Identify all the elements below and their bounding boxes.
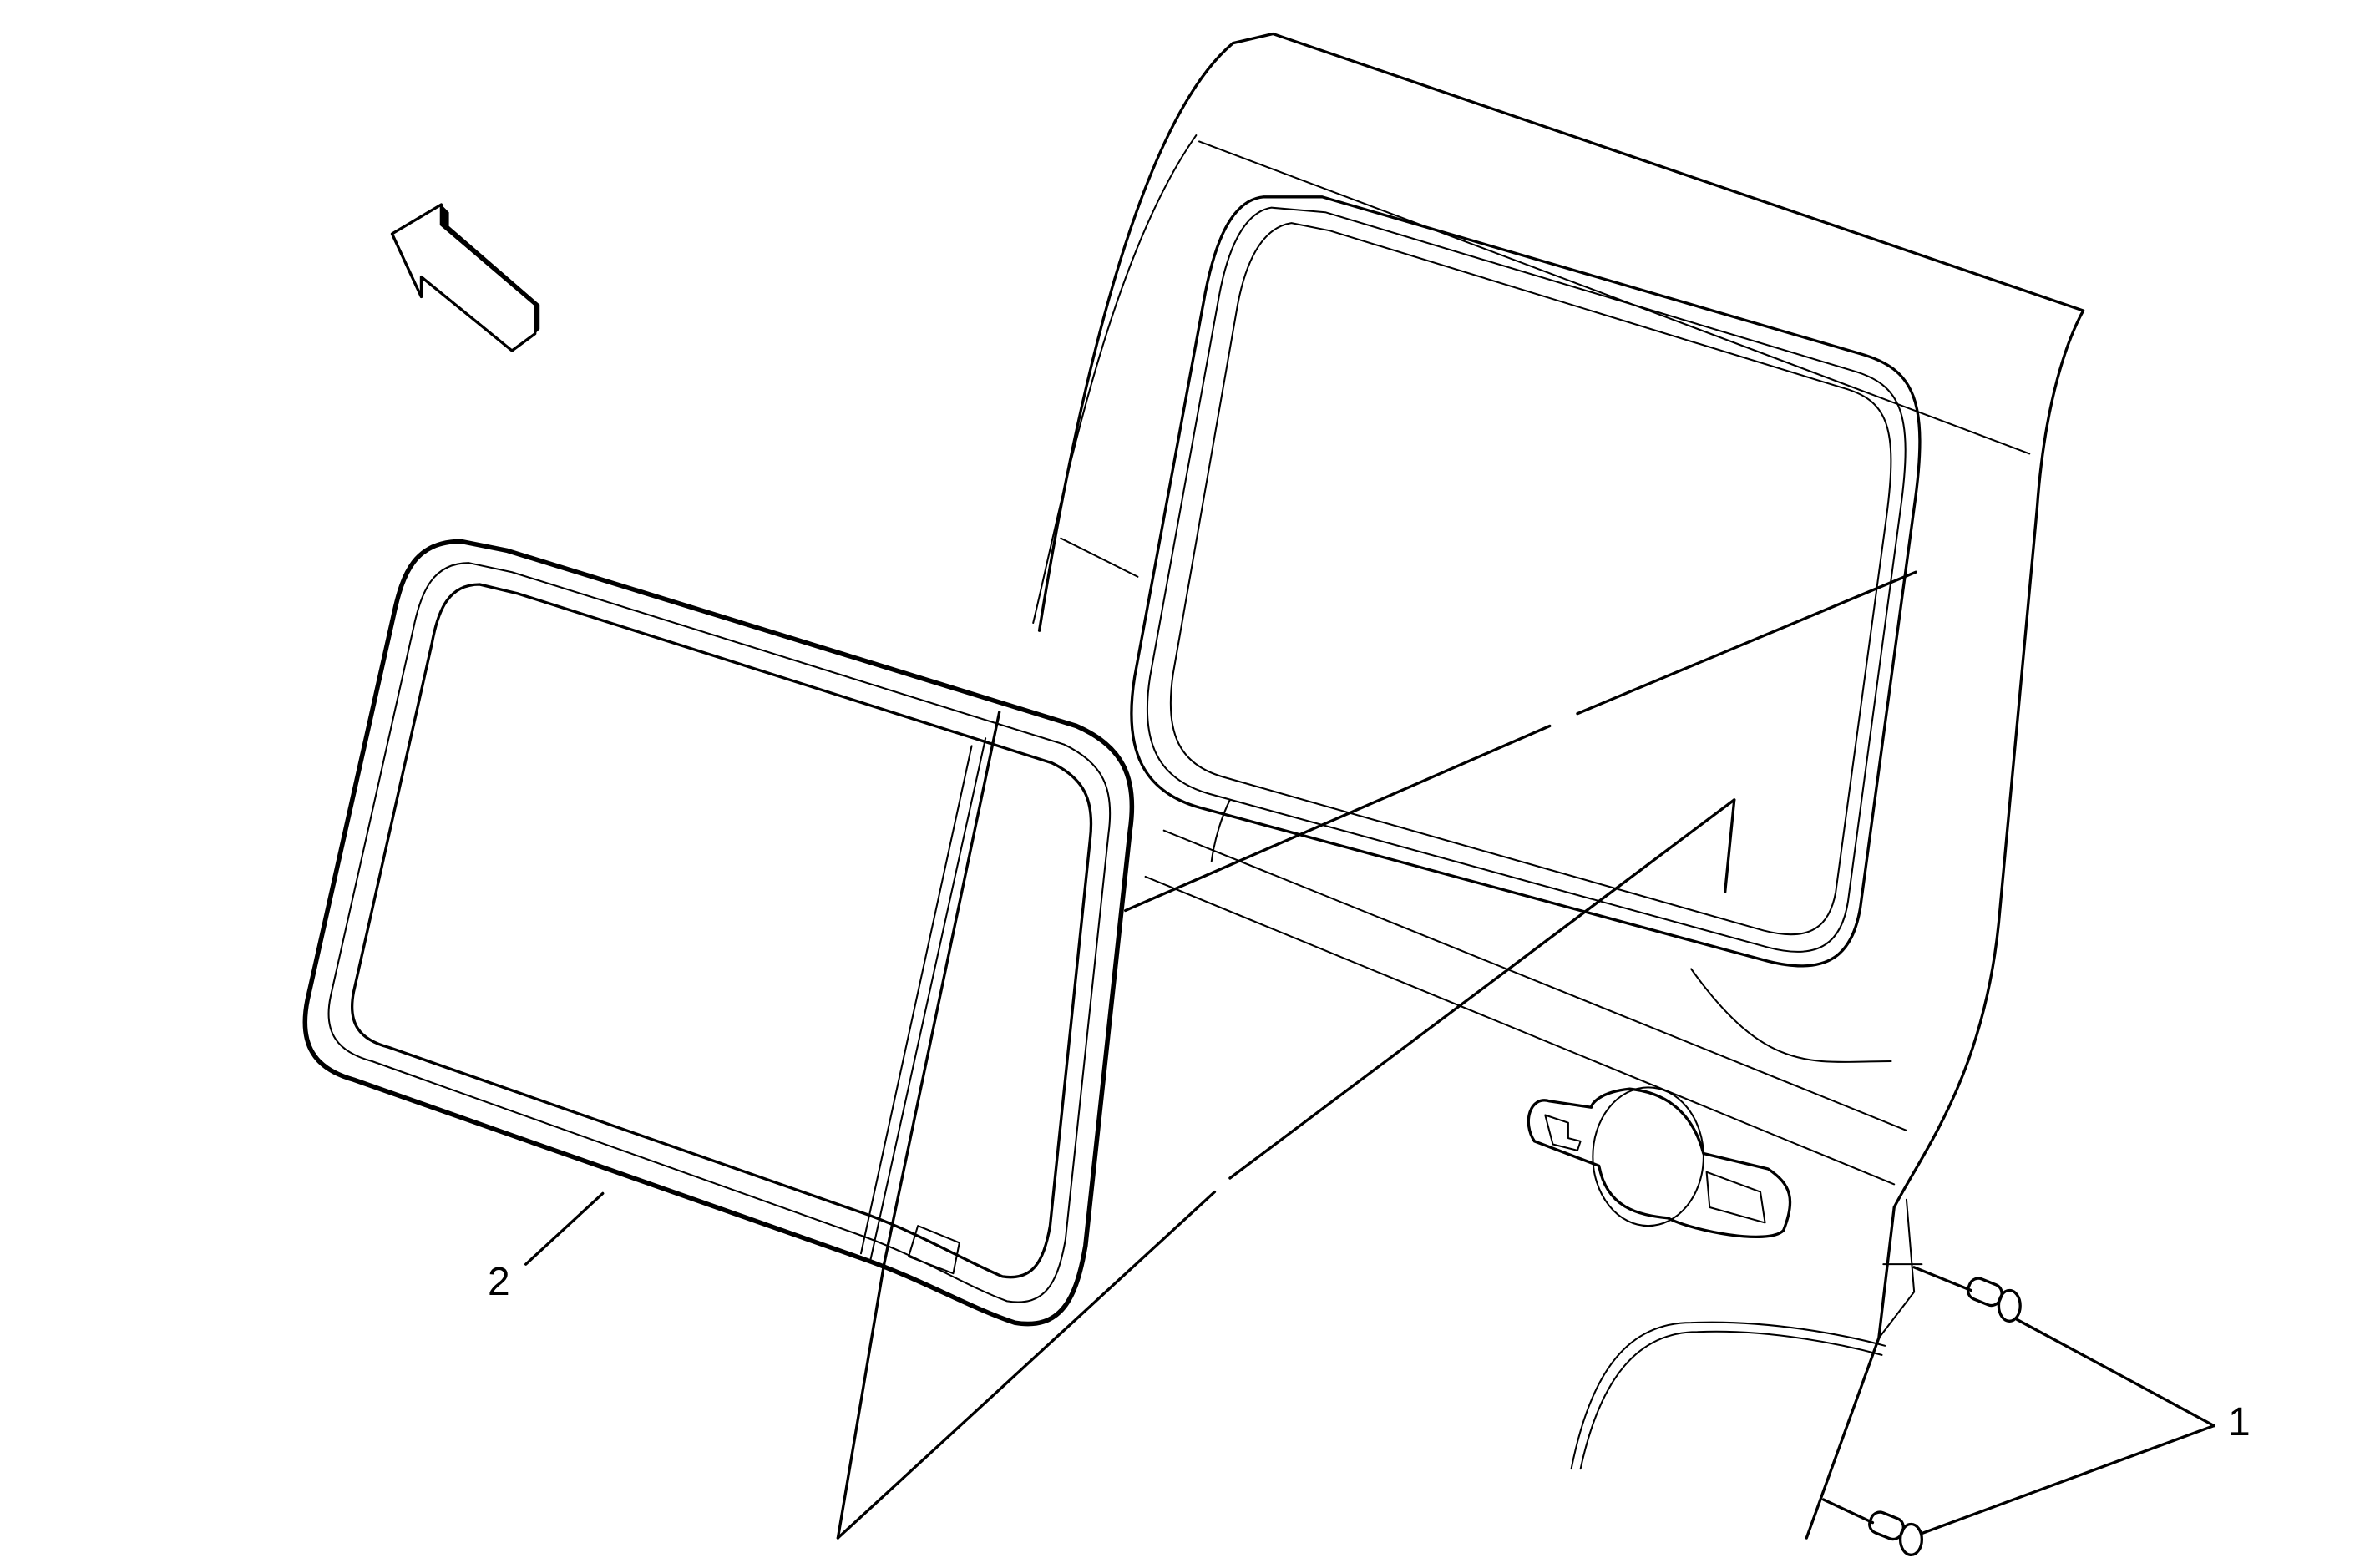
bolt-upper — [1912, 1266, 2022, 1323]
callout-2: 2 — [488, 1260, 510, 1304]
callout-2-leader — [524, 1191, 605, 1266]
alignment-leaders — [836, 570, 1917, 1540]
bolt-lower — [1821, 1498, 1924, 1556]
callout-1: 1 — [2228, 1400, 2251, 1444]
callout-1-leaders — [1920, 1318, 2215, 1535]
wheel-arch — [1570, 1321, 1886, 1470]
door-handle — [1527, 1086, 1792, 1239]
body-window-opening — [1130, 195, 1922, 1063]
vehicle-body-panel — [1032, 32, 2085, 1540]
forward-direction-arrow-icon — [390, 203, 540, 352]
window-glass-assembly — [302, 539, 1135, 1327]
